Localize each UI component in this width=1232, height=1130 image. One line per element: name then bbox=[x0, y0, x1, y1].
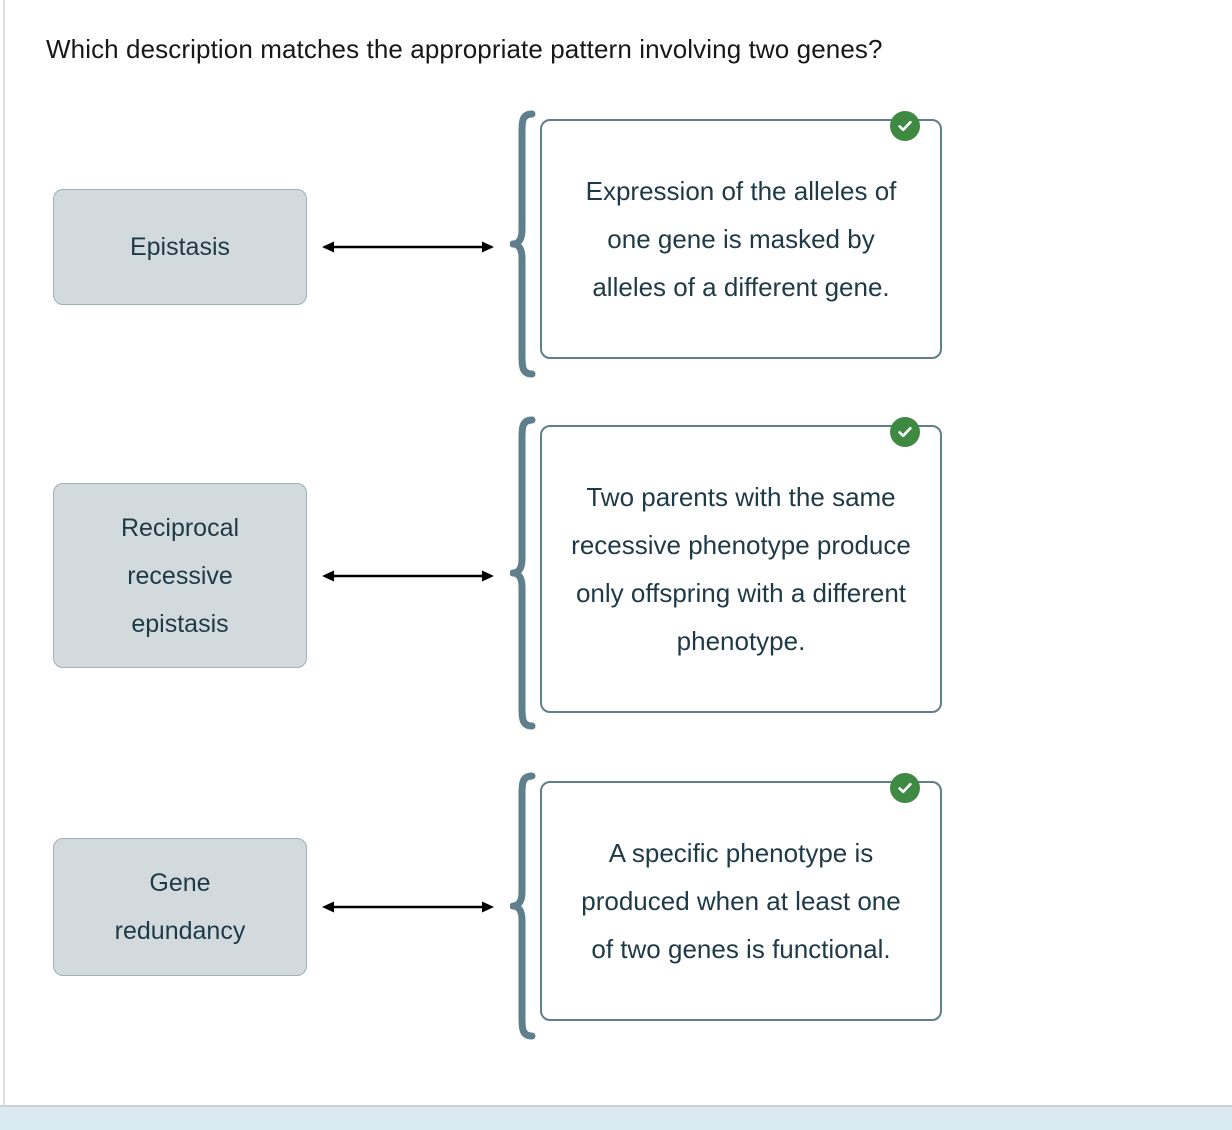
description-card[interactable]: Two parents with the same recessive phen… bbox=[540, 425, 942, 713]
description-card[interactable]: Expression of the alleles of one gene is… bbox=[540, 119, 942, 359]
description-line: Two parents with the bbox=[586, 482, 825, 512]
term-box[interactable]: Gene redundancy bbox=[53, 838, 307, 976]
curly-brace bbox=[510, 110, 536, 378]
description-line: produced when at least bbox=[581, 886, 851, 916]
term-box[interactable]: Reciprocal recessive epistasis bbox=[53, 483, 307, 668]
term-line: Epistasis bbox=[129, 233, 231, 261]
description-text: A specific phenotype is produced when at… bbox=[568, 829, 914, 973]
left-divider bbox=[3, 0, 5, 1107]
description-line: phenotype produce only bbox=[575, 530, 911, 608]
term-label: Gene redundancy bbox=[115, 859, 246, 955]
bottom-divider bbox=[0, 1105, 1232, 1107]
question-prompt: Which description matches the appropriat… bbox=[46, 34, 883, 64]
description-line: gene. bbox=[824, 272, 890, 302]
term-line: redundancy bbox=[114, 917, 246, 945]
description-line: functional. bbox=[772, 934, 891, 964]
description-text: Two parents with the same recessive phen… bbox=[568, 473, 914, 665]
term-line: epistasis bbox=[131, 609, 229, 638]
description-line: offspring with a different bbox=[630, 578, 907, 608]
curly-brace bbox=[510, 416, 536, 730]
curly-brace bbox=[510, 772, 536, 1040]
term-line: recessive bbox=[127, 561, 233, 590]
bottom-strip bbox=[0, 1107, 1232, 1130]
term-line: Reciprocal bbox=[120, 513, 240, 542]
description-text: Expression of the alleles of one gene is… bbox=[568, 167, 914, 311]
description-card[interactable]: A specific phenotype is produced when at… bbox=[540, 781, 942, 1021]
description-line: phenotype. bbox=[676, 626, 806, 656]
description-line: by alleles of a different bbox=[592, 224, 875, 302]
term-label: Epistasis bbox=[130, 223, 230, 271]
check-circle-icon bbox=[890, 417, 920, 447]
check-circle-icon bbox=[890, 111, 920, 141]
term-label: Reciprocal recessive epistasis bbox=[121, 504, 239, 648]
description-line: one of two genes is bbox=[591, 886, 901, 964]
description-line: Expression of the alleles bbox=[585, 176, 868, 206]
term-box[interactable]: Epistasis bbox=[53, 189, 307, 305]
match-connector-arrow bbox=[322, 236, 494, 258]
match-connector-arrow bbox=[322, 565, 494, 587]
term-line: Gene bbox=[149, 869, 211, 897]
description-line: of one gene is masked bbox=[607, 176, 897, 254]
description-line: same recessive bbox=[571, 482, 896, 560]
check-circle-icon bbox=[890, 773, 920, 803]
match-connector-arrow bbox=[322, 896, 494, 918]
description-line: A specific phenotype is bbox=[608, 838, 874, 868]
